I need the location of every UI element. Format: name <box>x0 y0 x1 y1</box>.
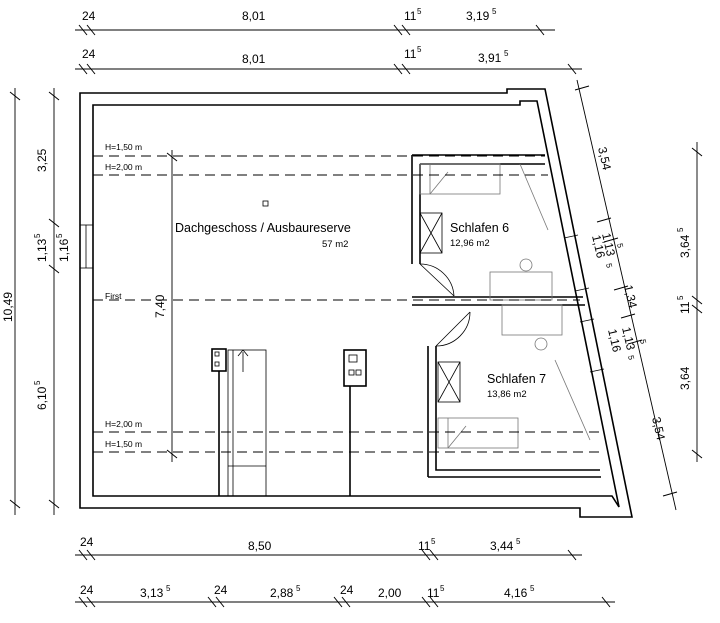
dim-superscript: 5 <box>417 45 422 54</box>
bottom-dimension-row-2: 24 3,13 5 24 2,88 5 24 2,00 11 5 4,16 5 <box>75 583 615 608</box>
bedroom-7-furniture <box>437 304 591 449</box>
height-label: H=2,00 m <box>105 162 142 172</box>
dim-label: 1,34 <box>621 284 640 310</box>
dim-superscript: 5 <box>492 7 497 16</box>
dim-label: 8,01 <box>242 52 266 66</box>
left-window <box>80 224 93 269</box>
ridge-label: First <box>105 291 122 301</box>
dim-label: 7,40 <box>153 294 167 318</box>
dim-superscript: 5 <box>33 380 42 385</box>
dim-label: 3,25 <box>35 148 49 172</box>
height-label: H=1,50 m <box>105 142 142 152</box>
dim-label: 3,44 <box>490 539 514 553</box>
dim-superscript: 5 <box>33 233 42 238</box>
dim-superscript: 5 <box>530 584 535 593</box>
dim-label: 6,10 <box>35 386 49 410</box>
dim-label: 24 <box>340 583 354 597</box>
room-area-bedroom-6: 12,96 m2 <box>450 238 490 249</box>
dim-label: 2,88 <box>270 586 294 600</box>
dim-label: 1,13 <box>599 232 618 258</box>
dim-superscript: 5 <box>676 295 685 300</box>
dim-superscript: 5 <box>440 584 445 593</box>
bottom-dimension-row-1: 24 8,50 11 5 3,44 5 <box>75 535 582 561</box>
dim-label: 10,49 <box>1 292 15 322</box>
dim-label: 11 <box>404 47 417 61</box>
dim-superscript: 5 <box>166 584 171 593</box>
room-area-bedroom-7: 13,86 m2 <box>487 389 527 400</box>
dim-label: 11 <box>427 586 440 600</box>
dim-superscript: 5 <box>626 354 636 361</box>
dim-label: 24 <box>82 47 96 61</box>
top-dimension-row-1: 24 8,01 11 5 3,19 5 <box>75 7 555 36</box>
dim-label: 8,50 <box>248 539 272 553</box>
windows-right <box>563 234 605 373</box>
dim-superscript: 5 <box>504 49 509 58</box>
room-name-bedroom-7: Schlafen 7 <box>487 372 546 386</box>
dim-superscript: 5 <box>417 7 422 16</box>
interior-walls <box>411 154 601 478</box>
attic-vent-marker <box>262 200 269 207</box>
dim-label: 3,19 <box>466 9 490 23</box>
dim-label: 3,91 <box>478 51 502 65</box>
left-inner-dimension: 3,25 1,13 5 1,16 5 6,10 5 <box>33 88 71 515</box>
door-bedroom-6 <box>419 263 455 297</box>
chimney-left <box>211 348 227 496</box>
dim-label: 1,13 <box>619 326 638 352</box>
right-slanted-dimension: 3,54 1,13 5 1,16 5 1,34 1,13 5 1,16 5 3,… <box>574 79 678 511</box>
dim-label: 24 <box>80 583 94 597</box>
left-outer-dimension: 10,49 <box>1 88 21 515</box>
dim-superscript: 5 <box>55 233 64 238</box>
dim-label: 1,13 <box>35 238 49 262</box>
exterior-walls <box>79 88 633 518</box>
dim-label: 3,64 <box>678 366 692 390</box>
dim-label: 4,16 <box>504 586 528 600</box>
bedroom-6-furniture <box>419 163 553 301</box>
dim-label: 8,01 <box>242 9 266 23</box>
dim-label: 3,54 <box>595 146 614 172</box>
height-lines: H=1,50 m H=2,00 m First H=2,00 m H=1,50 … <box>93 142 601 453</box>
dim-label: 11 <box>418 539 431 553</box>
dim-label: 1,16 <box>589 234 608 260</box>
door-bedroom-7 <box>435 311 471 347</box>
room-name-attic: Dachgeschoss / Ausbaureserve <box>175 221 351 235</box>
dim-superscript: 5 <box>676 227 685 232</box>
dim-label: 3,54 <box>649 416 668 442</box>
dim-label: 2,00 <box>378 586 402 600</box>
chimney-right <box>343 349 367 496</box>
top-dimension-row-2: 24 8,01 11 5 3,91 5 <box>75 45 582 75</box>
room-area-attic: 57 m2 <box>322 239 348 250</box>
dim-label: 24 <box>214 583 228 597</box>
dim-superscript: 5 <box>615 242 625 249</box>
dim-superscript: 5 <box>431 537 436 546</box>
interior-height-dimension: 7,40 <box>153 150 178 462</box>
dim-superscript: 5 <box>604 262 614 269</box>
height-label: H=1,50 m <box>105 439 142 449</box>
dim-label: 3,64 <box>678 234 692 258</box>
dim-label: 1,16 <box>57 238 71 262</box>
dim-label: 3,13 <box>140 586 164 600</box>
right-vertical-dimension: 3,64 5 11 5 3,64 <box>676 142 703 462</box>
dim-label: 24 <box>82 9 96 23</box>
dim-superscript: 5 <box>516 537 521 546</box>
stairwell <box>227 349 267 497</box>
dim-label: 11 <box>678 301 692 314</box>
room-name-bedroom-6: Schlafen 6 <box>450 221 509 235</box>
dim-label: 11 <box>404 9 417 23</box>
dim-superscript: 5 <box>638 338 648 345</box>
dim-label: 24 <box>80 535 94 549</box>
height-label: H=2,00 m <box>105 419 142 429</box>
dim-superscript: 5 <box>296 584 301 593</box>
dim-label: 1,16 <box>605 328 624 354</box>
